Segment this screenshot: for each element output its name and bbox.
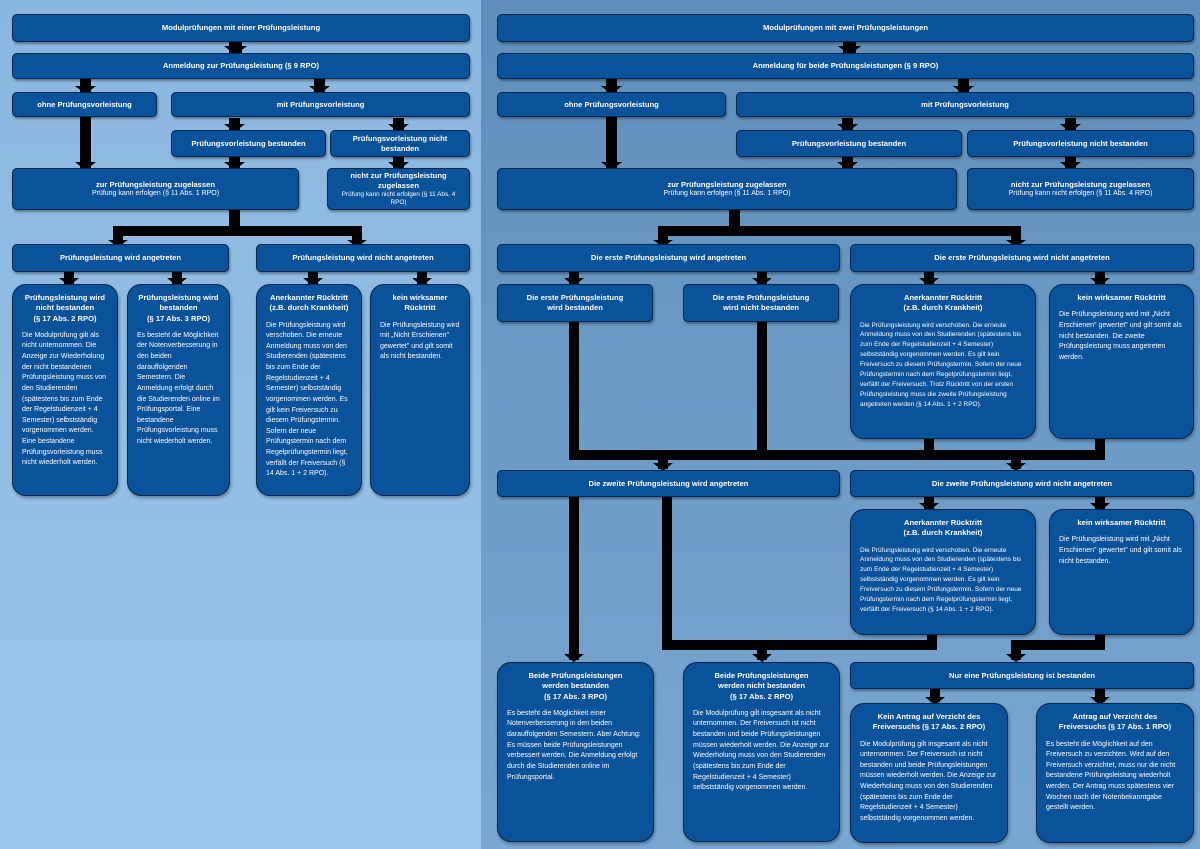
right-erste-angetreten: Die erste Prüfungsleistung wird angetret… <box>590 253 747 263</box>
card-title: Anerkannter Rücktritt (z.B. durch Krankh… <box>269 293 349 313</box>
right-pv-bestanden-box: Prüfungsvorleistung bestanden <box>736 130 962 157</box>
left-nicht-zugelassen-title: nicht zur Prüfungsleistung zugelassen <box>350 170 447 190</box>
left-zugelassen-sub: Prüfung kann erfolgen (§ 11 Abs. 1 RPO) <box>91 190 220 198</box>
left-pv-bestanden: Prüfungsvorleistung bestanden <box>191 138 306 148</box>
card-body: Die Modulprüfung gilt insgesamt als nich… <box>693 709 830 792</box>
left-card-nicht-bestanden: Prüfungsleistung wird nicht bestanden (§… <box>12 284 118 496</box>
right-nur-eine-box: Nur eine Prüfungsleistung ist bestanden <box>850 662 1194 689</box>
right-anmeldung: Anmeldung für beide Prüfungsleistungen (… <box>752 61 939 71</box>
right-erste-angetreten-box: Die erste Prüfungsleistung wird angetret… <box>497 244 840 272</box>
left-pv-bestanden-box: Prüfungsvorleistung bestanden <box>171 130 326 157</box>
card-title: kein wirksamer Rücktritt <box>392 293 448 313</box>
left-ohne-box: ohne Prüfungsvorleistung <box>12 92 157 117</box>
left-nicht-zugelassen-sub: Prüfung kann nicht erfolgen (§ 11 Abs. 4… <box>341 190 456 206</box>
left-card-ruecktritt: Anerkannter Rücktritt (z.B. durch Krankh… <box>256 284 362 496</box>
card-body: Es besteht die Möglichkeit einer Notenve… <box>507 709 641 781</box>
card-title: Anerkannter Rücktritt (z.B. durch Krankh… <box>903 518 983 538</box>
left-zugelassen-title: zur Prüfungsleistung zugelassen <box>96 179 215 189</box>
right-card-beide-bestanden: Beide Prüfungsleistungen werden bestande… <box>497 662 654 842</box>
right-anmeldung-box: Anmeldung für beide Prüfungsleistungen (… <box>497 53 1194 79</box>
right-erste-nicht-angetreten-box: Die erste Prüfungsleistung wird nicht an… <box>850 244 1194 272</box>
right-nicht-zugelassen-title: nicht zur Prüfungsleistung zugelassen <box>1010 179 1151 189</box>
card-body: Die Prüfungsleistung wird verschoben. Di… <box>860 546 1022 613</box>
right-nur-eine: Nur eine Prüfungsleistung ist bestanden <box>949 670 1095 680</box>
card-body: Die Modulprüfung gilt als nicht unternom… <box>22 331 107 467</box>
card-body: Die Modulprüfung gilt insgesamt als nich… <box>860 740 997 822</box>
card-title: Beide Prüfungsleistungen werden nicht be… <box>714 671 809 701</box>
left-mit: mit Prüfungsvorleistung <box>276 99 365 109</box>
left-title: Modulprüfungen mit einer Prüfungsleistun… <box>161 23 321 33</box>
right-card-antrag: Antrag auf Verzicht des Freiversuchs (§ … <box>1036 703 1194 843</box>
card-body: Es besteht die Möglichkeit auf den Freiv… <box>1046 740 1176 812</box>
right-mit: mit Prüfungsvorleistung <box>921 99 1009 109</box>
right-erste-nicht-angetreten: Die erste Prüfungsleistung wird nicht an… <box>934 253 1110 263</box>
card-title: kein wirksamer Rücktritt <box>1077 518 1166 527</box>
left-mit-box: mit Prüfungsvorleistung <box>171 92 470 117</box>
left-anmeldung: Anmeldung zur Prüfungsleistung (§ 9 RPO) <box>162 61 320 71</box>
right-erste-nicht-bestanden: Die erste Prüfungsleistung wird nicht be… <box>712 293 810 312</box>
card-title: Kein Antrag auf Verzicht des Freiversuch… <box>872 712 986 732</box>
right-card-beide-nicht-bestanden: Beide Prüfungsleistungen werden nicht be… <box>683 662 840 842</box>
right-zweite-angetreten-box: Die zweite Prüfungsleistung wird angetre… <box>497 470 840 497</box>
card-title: Prüfungsleistung wird nicht bestanden (§… <box>24 293 106 323</box>
left-angetreten-box: Prüfungsleistung wird angetreten <box>12 244 229 272</box>
card-title: kein wirksamer Rücktritt <box>1077 293 1166 302</box>
card-title: Prüfungsleistung wird bestanden (§ 17 Ab… <box>138 293 219 323</box>
right-pv-bestanden: Prüfungsvorleistung bestanden <box>791 138 907 148</box>
left-pv-nicht: Prüfungsvorleistung nicht bestanden <box>352 133 448 153</box>
right-zugelassen-sub: Prüfung kann erfolgen (§ 11 Abs. 1 RPO) <box>663 190 791 198</box>
right-zweite-angetreten: Die zweite Prüfungsleistung wird angetre… <box>588 478 749 488</box>
card-title: Beide Prüfungsleistungen werden bestande… <box>528 671 623 701</box>
right-erste-bestanden-box: Die erste Prüfungsleistung wird bestande… <box>497 284 653 322</box>
left-angetreten: Prüfungsleistung wird angetreten <box>59 253 182 263</box>
right-ohne: ohne Prüfungsvorleistung <box>564 99 659 109</box>
left-nicht-angetreten: Prüfungsleistung wird nicht angetreten <box>292 253 434 263</box>
card-body: Die Prüfungsleistung wird mit „Nicht Ers… <box>1059 536 1182 565</box>
right-pv-nicht: Prüfungsvorleistung nicht bestanden <box>1013 138 1148 148</box>
left-card-bestanden: Prüfungsleistung wird bestanden (§ 17 Ab… <box>127 284 230 496</box>
right-mit-box: mit Prüfungsvorleistung <box>736 92 1194 117</box>
card-body: Die Prüfungsleistung wird verschoben. Di… <box>266 321 348 478</box>
card-body: Die Prüfungsleistung wird verschoben. Di… <box>860 321 1022 408</box>
right-card-kein-antrag: Kein Antrag auf Verzicht des Freiversuch… <box>850 703 1008 843</box>
card-body: Die Prüfungsleistung wird mit „Nicht Ers… <box>1059 311 1182 361</box>
right-zweite-nicht-angetreten-box: Die zweite Prüfungsleistung wird nicht a… <box>850 470 1194 497</box>
right-ohne-box: ohne Prüfungsvorleistung <box>497 92 726 117</box>
right-nicht-zugelassen-sub: Prüfung kann nicht erfolgen (§ 11 Abs. 4… <box>1008 190 1153 198</box>
right-pv-nicht-box: Prüfungsvorleistung nicht bestanden <box>967 130 1194 157</box>
left-nicht-angetreten-box: Prüfungsleistung wird nicht angetreten <box>256 244 470 272</box>
left-pv-nicht-box: Prüfungsvorleistung nicht bestanden <box>330 130 470 157</box>
card-title: Anerkannter Rücktritt (z.B. durch Krankh… <box>903 293 983 313</box>
left-anmeldung-box: Anmeldung zur Prüfungsleistung (§ 9 RPO) <box>12 53 470 79</box>
right-erste-nicht-bestanden-box: Die erste Prüfungsleistung wird nicht be… <box>683 284 839 322</box>
right-title-box: Modulprüfungen mit zwei Prüfungsleistung… <box>497 14 1194 42</box>
left-ohne: ohne Prüfungsvorleistung <box>37 99 132 109</box>
right-title: Modulprüfungen mit zwei Prüfungsleistung… <box>763 23 928 33</box>
left-title-box: Modulprüfungen mit einer Prüfungsleistun… <box>12 14 470 42</box>
right-card-ruecktritt-1: Anerkannter Rücktritt (z.B. durch Krankh… <box>850 284 1036 439</box>
card-body: Die Prüfungsleistung wird mit „Nicht Ers… <box>380 321 460 361</box>
card-body: Es besteht die Möglichkeit der Notenverb… <box>137 331 220 445</box>
right-zugelassen-title: zur Prüfungsleistung zugelassen <box>667 179 787 189</box>
right-card-ruecktritt-2: Anerkannter Rücktritt (z.B. durch Krankh… <box>850 509 1036 635</box>
right-zweite-nicht-angetreten: Die zweite Prüfungsleistung wird nicht a… <box>931 478 1113 488</box>
right-erste-bestanden: Die erste Prüfungsleistung wird bestande… <box>526 293 624 312</box>
card-title: Antrag auf Verzicht des Freiversuchs (§ … <box>1058 712 1172 732</box>
